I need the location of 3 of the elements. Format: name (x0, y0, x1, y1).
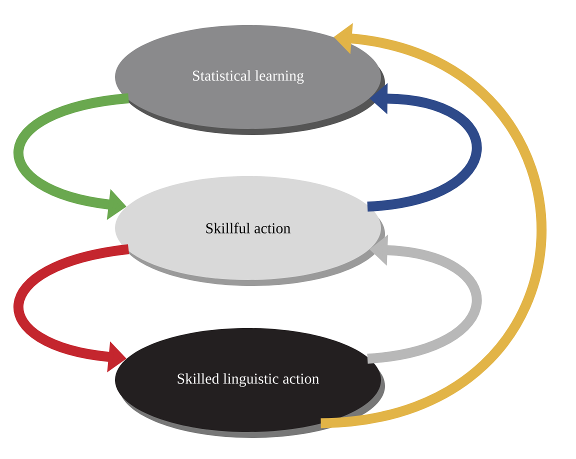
ellipse-node: Skilled linguistic action (115, 328, 385, 438)
ellipse-node: Statistical learning (115, 25, 385, 135)
ellipse-node: Skillful action (115, 176, 385, 286)
